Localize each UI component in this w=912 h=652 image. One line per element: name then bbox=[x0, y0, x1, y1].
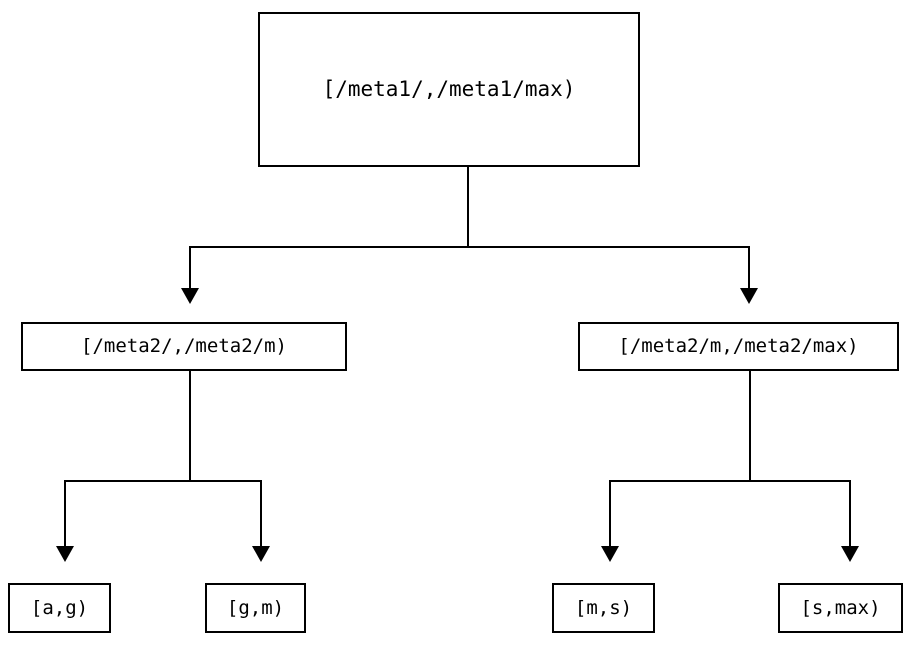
arrowhead-mid-left-to-leaf-ag bbox=[56, 546, 74, 562]
edge-mid-left-to-leaf-gm-drop bbox=[260, 480, 262, 546]
node-leaf-g-m[interactable]: [g,m) bbox=[205, 583, 306, 633]
edge-root-to-mid-left-drop bbox=[189, 246, 191, 288]
arrowhead-mid-right-to-leaf-ms bbox=[601, 546, 619, 562]
node-root[interactable]: [/meta1/,/meta1/max) bbox=[258, 12, 640, 167]
node-mid-left[interactable]: [/meta2/,/meta2/m) bbox=[21, 322, 347, 371]
edge-mid-left-stem bbox=[189, 371, 191, 482]
edge-root-to-mid-right-drop bbox=[748, 246, 750, 288]
arrowhead-root-to-mid-left bbox=[181, 288, 199, 304]
node-leaf-m-s[interactable]: [m,s) bbox=[552, 583, 655, 633]
arrowhead-root-to-mid-right bbox=[740, 288, 758, 304]
edge-mid-right-stem bbox=[749, 371, 751, 482]
node-leaf-s-max[interactable]: [s,max) bbox=[778, 583, 903, 633]
node-mid-right-label: [/meta2/m,/meta2/max) bbox=[618, 335, 859, 357]
arrowhead-mid-left-to-leaf-gm bbox=[252, 546, 270, 562]
node-leaf-a-g[interactable]: [a,g) bbox=[8, 583, 111, 633]
edge-mid-right-bus bbox=[609, 480, 851, 482]
edge-root-stem bbox=[467, 167, 469, 247]
edge-mid-left-to-leaf-ag-drop bbox=[64, 480, 66, 546]
node-leaf-m-s-label: [m,s) bbox=[574, 596, 633, 619]
node-mid-right[interactable]: [/meta2/m,/meta2/max) bbox=[578, 322, 899, 371]
node-mid-left-label: [/meta2/,/meta2/m) bbox=[81, 335, 287, 357]
node-leaf-s-max-label: [s,max) bbox=[800, 596, 881, 619]
edge-root-bus bbox=[189, 246, 750, 248]
edge-mid-left-bus bbox=[64, 480, 262, 482]
edge-mid-right-to-leaf-smax-drop bbox=[849, 480, 851, 546]
node-leaf-a-g-label: [a,g) bbox=[30, 596, 89, 619]
arrowhead-mid-right-to-leaf-smax bbox=[841, 546, 859, 562]
edge-mid-right-to-leaf-ms-drop bbox=[609, 480, 611, 546]
node-root-label: [/meta1/,/meta1/max) bbox=[322, 77, 576, 101]
node-leaf-g-m-label: [g,m) bbox=[226, 596, 285, 619]
